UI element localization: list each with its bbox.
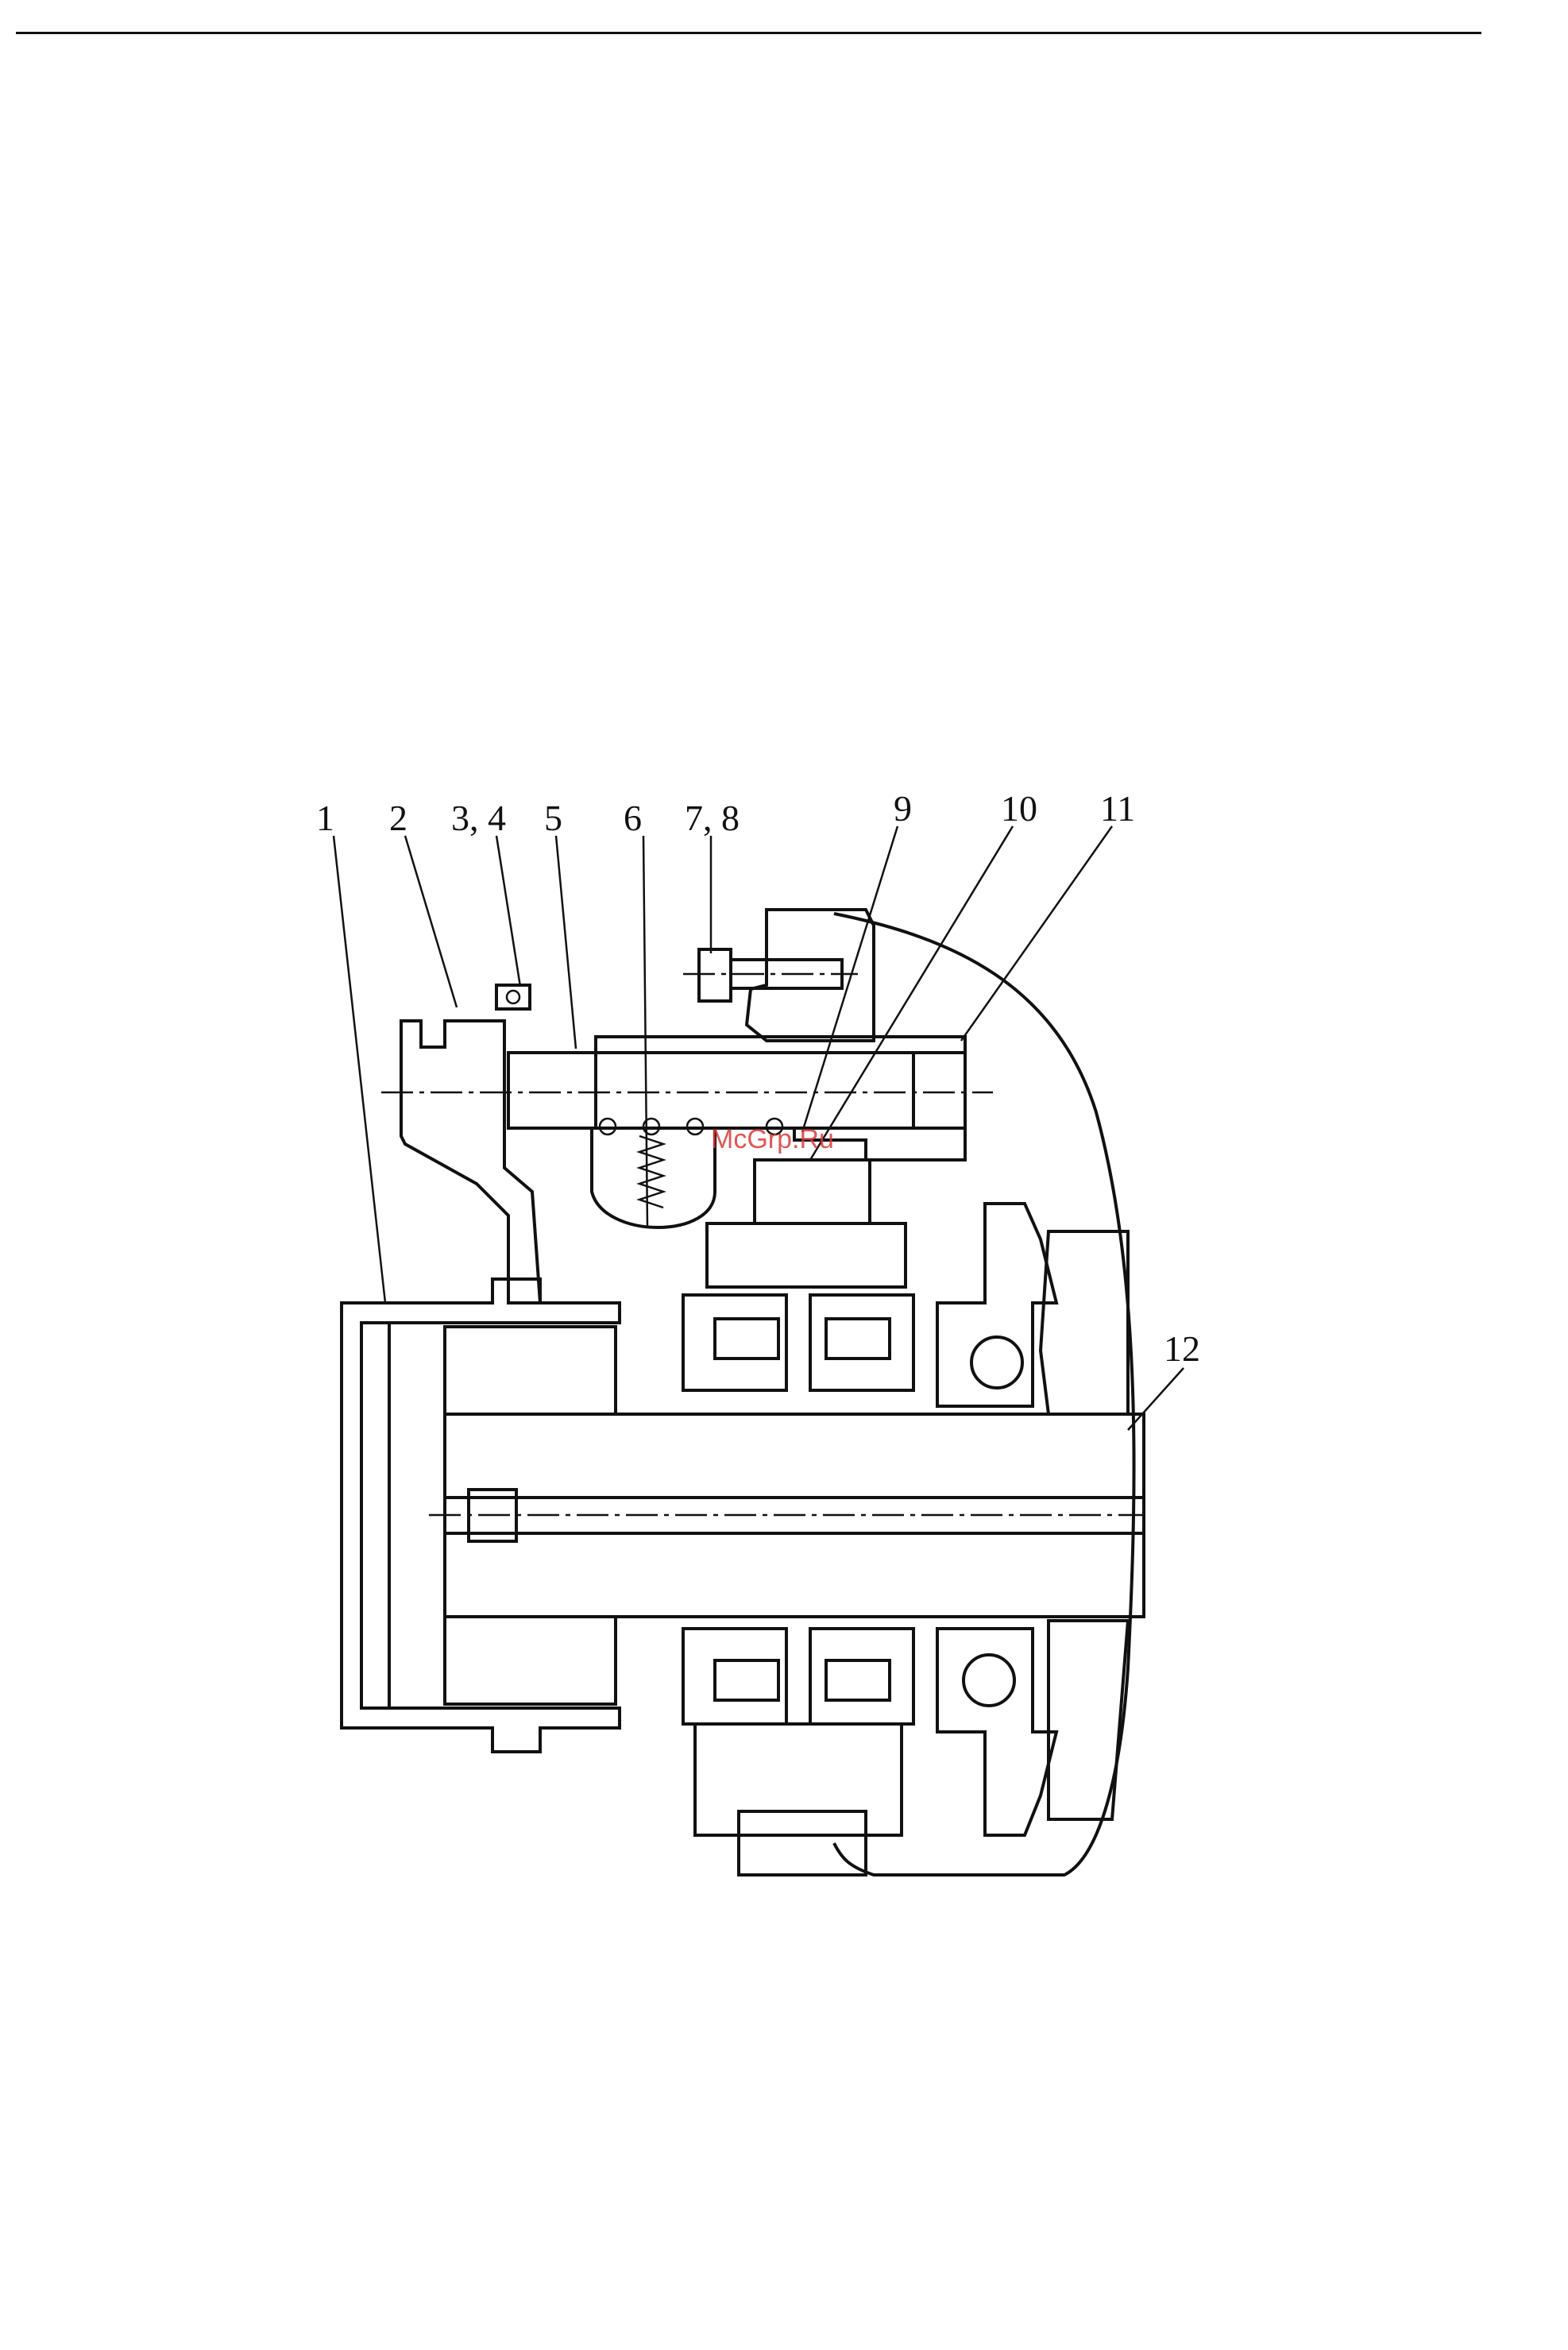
spring [639, 1136, 663, 1208]
bearing-cover-lower [937, 1629, 1056, 1835]
ball-lower [964, 1655, 1014, 1706]
gear-lower [695, 1724, 902, 1835]
gear-lower-base [739, 1811, 866, 1875]
housing-wall-right [1041, 1231, 1128, 1414]
upper-flange [747, 910, 874, 1041]
bolt [699, 949, 731, 1001]
callout-6: 6 [624, 798, 642, 838]
gear-hub-upper [445, 1327, 616, 1414]
callout-2: 2 [389, 798, 407, 838]
callout-5: 5 [544, 798, 562, 838]
detent-ring [755, 1160, 870, 1223]
taper-bearing-upper-left [683, 1295, 786, 1390]
gear-upper [707, 1223, 906, 1287]
main-shaft [445, 1414, 1144, 1498]
ball-upper [971, 1337, 1022, 1388]
callout-11: 11 [1100, 788, 1135, 829]
callout-1: 1 [316, 798, 334, 838]
gear-hub-lower [445, 1617, 616, 1704]
main-shaft-lower [445, 1533, 1144, 1617]
taper-bearing-lower-left [683, 1629, 786, 1724]
lock-bolt [496, 985, 530, 1009]
fork-shaft-end [913, 1053, 965, 1128]
callout-3-4: 3, 4 [451, 798, 506, 838]
housing-wall-right-lower [1049, 1621, 1128, 1819]
bearing-cover-upper [937, 1204, 1056, 1406]
watermark: McGrp.Ru [711, 1124, 834, 1154]
callout-10: 10 [1001, 788, 1037, 829]
callout-12: 12 [1164, 1328, 1200, 1369]
shift-fork [401, 1021, 540, 1303]
spring-housing [592, 1128, 715, 1227]
callout-9: 9 [894, 788, 912, 829]
callout-7-8: 7, 8 [685, 798, 740, 838]
